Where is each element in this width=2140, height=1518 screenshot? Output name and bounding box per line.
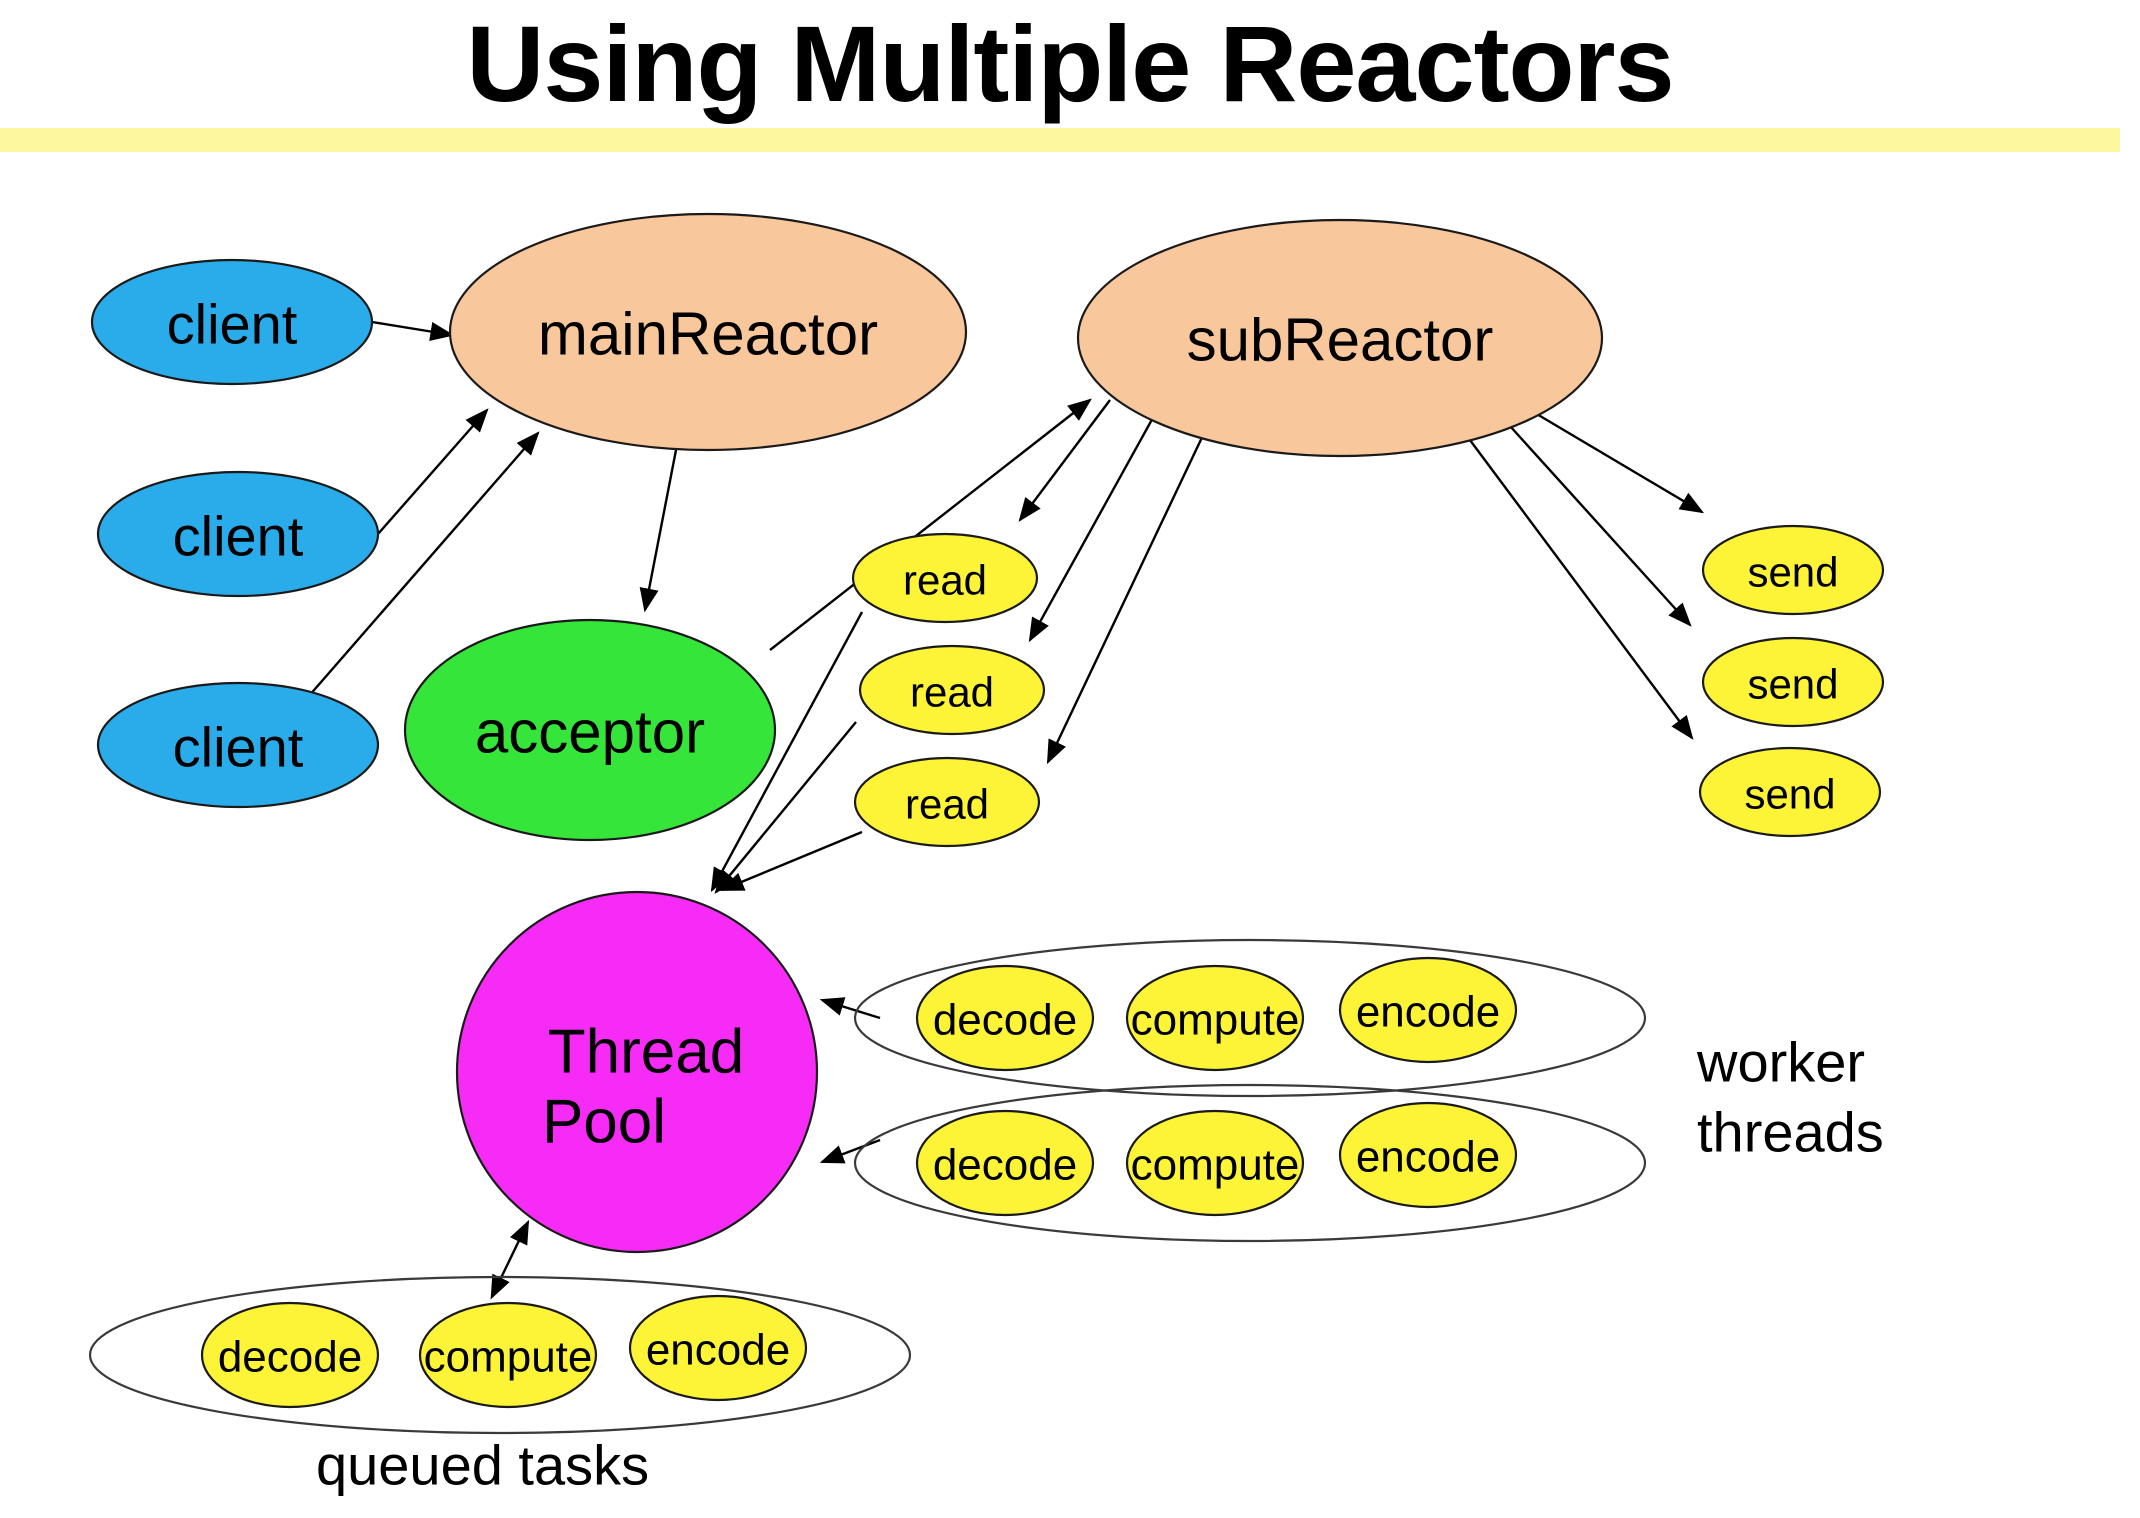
read-label: read (910, 669, 994, 716)
edge-mainreactor-to-acceptor (639, 449, 678, 613)
read-ellipse (858, 644, 1046, 736)
node-read-2[interactable]: read (858, 644, 1046, 736)
edge-subreactor-to-read3 (1046, 409, 1217, 765)
read-ellipse (853, 756, 1041, 848)
client-ellipse (96, 681, 380, 809)
send-ellipse (1701, 636, 1885, 728)
node-read-3[interactable]: read (853, 756, 1041, 848)
node-send-3[interactable]: send (1698, 746, 1882, 838)
node-read-1[interactable]: read (851, 532, 1039, 624)
edge-workerrow2-to-threadpool (819, 1138, 881, 1164)
task-ellipse (628, 1294, 808, 1402)
edge-client1-to-mainreactor (371, 320, 455, 342)
task-ellipse (915, 964, 1095, 1072)
task-decode[interactable]: decode (915, 964, 1095, 1072)
sub-reactor-ellipse (1076, 218, 1604, 458)
main-reactor-ellipse (448, 212, 968, 452)
edge-queuedtasks-threadpool (490, 1219, 530, 1300)
worker-threads-caption-line1: worker (1696, 1031, 1865, 1094)
node-client-2[interactable]: client (96, 470, 380, 598)
page-title: Using Multiple Reactors (466, 3, 1674, 124)
send-ellipse (1701, 524, 1885, 616)
worker-thread-row-outline-1 (853, 938, 1647, 1098)
main-reactor-label: mainReactor (538, 301, 878, 368)
worker-thread-row-outline-2 (853, 1083, 1647, 1243)
node-sub-reactor[interactable]: subReactor (1076, 218, 1604, 458)
worker-threads-caption-line2: threads (1697, 1101, 1884, 1164)
client-ellipse (90, 258, 374, 386)
task-label: decode (218, 1333, 362, 1382)
client-label: client (167, 293, 298, 356)
task-compute[interactable]: compute (418, 1301, 598, 1409)
task-encode[interactable]: encode (628, 1294, 808, 1402)
edge-client3-to-mainreactor (287, 431, 540, 721)
edge-acceptor-to-subreactor (769, 398, 1092, 651)
thread-pool-label-line1: Thread (548, 1018, 744, 1087)
thread-pool-label-line2: Pool (542, 1088, 666, 1157)
edge-read1-to-threadpool (710, 611, 864, 893)
node-main-reactor[interactable]: mainReactor (448, 212, 968, 452)
task-ellipse (1125, 1109, 1305, 1217)
client-ellipse (96, 470, 380, 598)
send-ellipse (1698, 746, 1882, 838)
task-ellipse (1338, 1101, 1518, 1209)
edge-subreactor-to-send2 (1499, 414, 1692, 627)
task-compute[interactable]: compute (1125, 964, 1305, 1072)
task-compute[interactable]: compute (1125, 1109, 1305, 1217)
task-ellipse (418, 1301, 598, 1409)
node-send-1[interactable]: send (1701, 524, 1885, 616)
task-decode[interactable]: decode (200, 1301, 380, 1409)
edge-read3-to-threadpool (719, 830, 863, 892)
send-label: send (1744, 771, 1835, 818)
read-label: read (903, 557, 987, 604)
client-label: client (173, 505, 304, 568)
task-decode[interactable]: decode (915, 1109, 1095, 1217)
sub-reactor-label: subReactor (1187, 307, 1494, 374)
task-ellipse (1338, 956, 1518, 1064)
task-label: decode (933, 1141, 1077, 1190)
edge-client2-to-mainreactor (377, 408, 489, 535)
task-ellipse (915, 1109, 1095, 1217)
send-label: send (1747, 661, 1838, 708)
task-label: encode (646, 1326, 790, 1375)
edge-subreactor-to-read2 (1028, 404, 1162, 643)
node-thread-pool[interactable]: Thread Pool (455, 890, 819, 1254)
node-send-2[interactable]: send (1701, 636, 1885, 728)
task-label: compute (1131, 1141, 1300, 1190)
task-label: encode (1356, 988, 1500, 1037)
task-label: compute (424, 1333, 593, 1382)
task-label: encode (1356, 1133, 1500, 1182)
task-encode[interactable]: encode (1338, 956, 1518, 1064)
title-accent-bar (0, 128, 2120, 152)
send-label: send (1747, 549, 1838, 596)
client-label: client (173, 716, 304, 779)
read-label: read (905, 781, 989, 828)
edge-workerrow1-to-threadpool (819, 997, 881, 1020)
read-ellipse (851, 532, 1039, 624)
task-ellipse (200, 1301, 380, 1409)
queued-tasks-row: decode compute encode (200, 1294, 808, 1409)
edge-subreactor-to-send3 (1454, 419, 1694, 740)
worker-thread-row-1: decode compute encode (915, 956, 1518, 1072)
node-client-3[interactable]: client (96, 681, 380, 809)
task-label: decode (933, 996, 1077, 1045)
node-acceptor[interactable]: acceptor (403, 618, 777, 842)
acceptor-label: acceptor (475, 699, 705, 766)
worker-thread-row-2: decode compute encode (915, 1101, 1518, 1217)
task-ellipse (1125, 964, 1305, 1072)
acceptor-ellipse (403, 618, 777, 842)
task-label: compute (1131, 996, 1300, 1045)
node-client-1[interactable]: client (90, 258, 374, 386)
edge-subreactor-to-read1 (1018, 399, 1111, 522)
task-encode[interactable]: encode (1338, 1101, 1518, 1209)
edge-subreactor-to-send1 (1529, 408, 1705, 514)
queued-tasks-outline (88, 1275, 912, 1435)
queued-tasks-caption: queued tasks (316, 1434, 649, 1497)
edge-read2-to-threadpool (714, 721, 857, 894)
thread-pool-circle (455, 890, 819, 1254)
